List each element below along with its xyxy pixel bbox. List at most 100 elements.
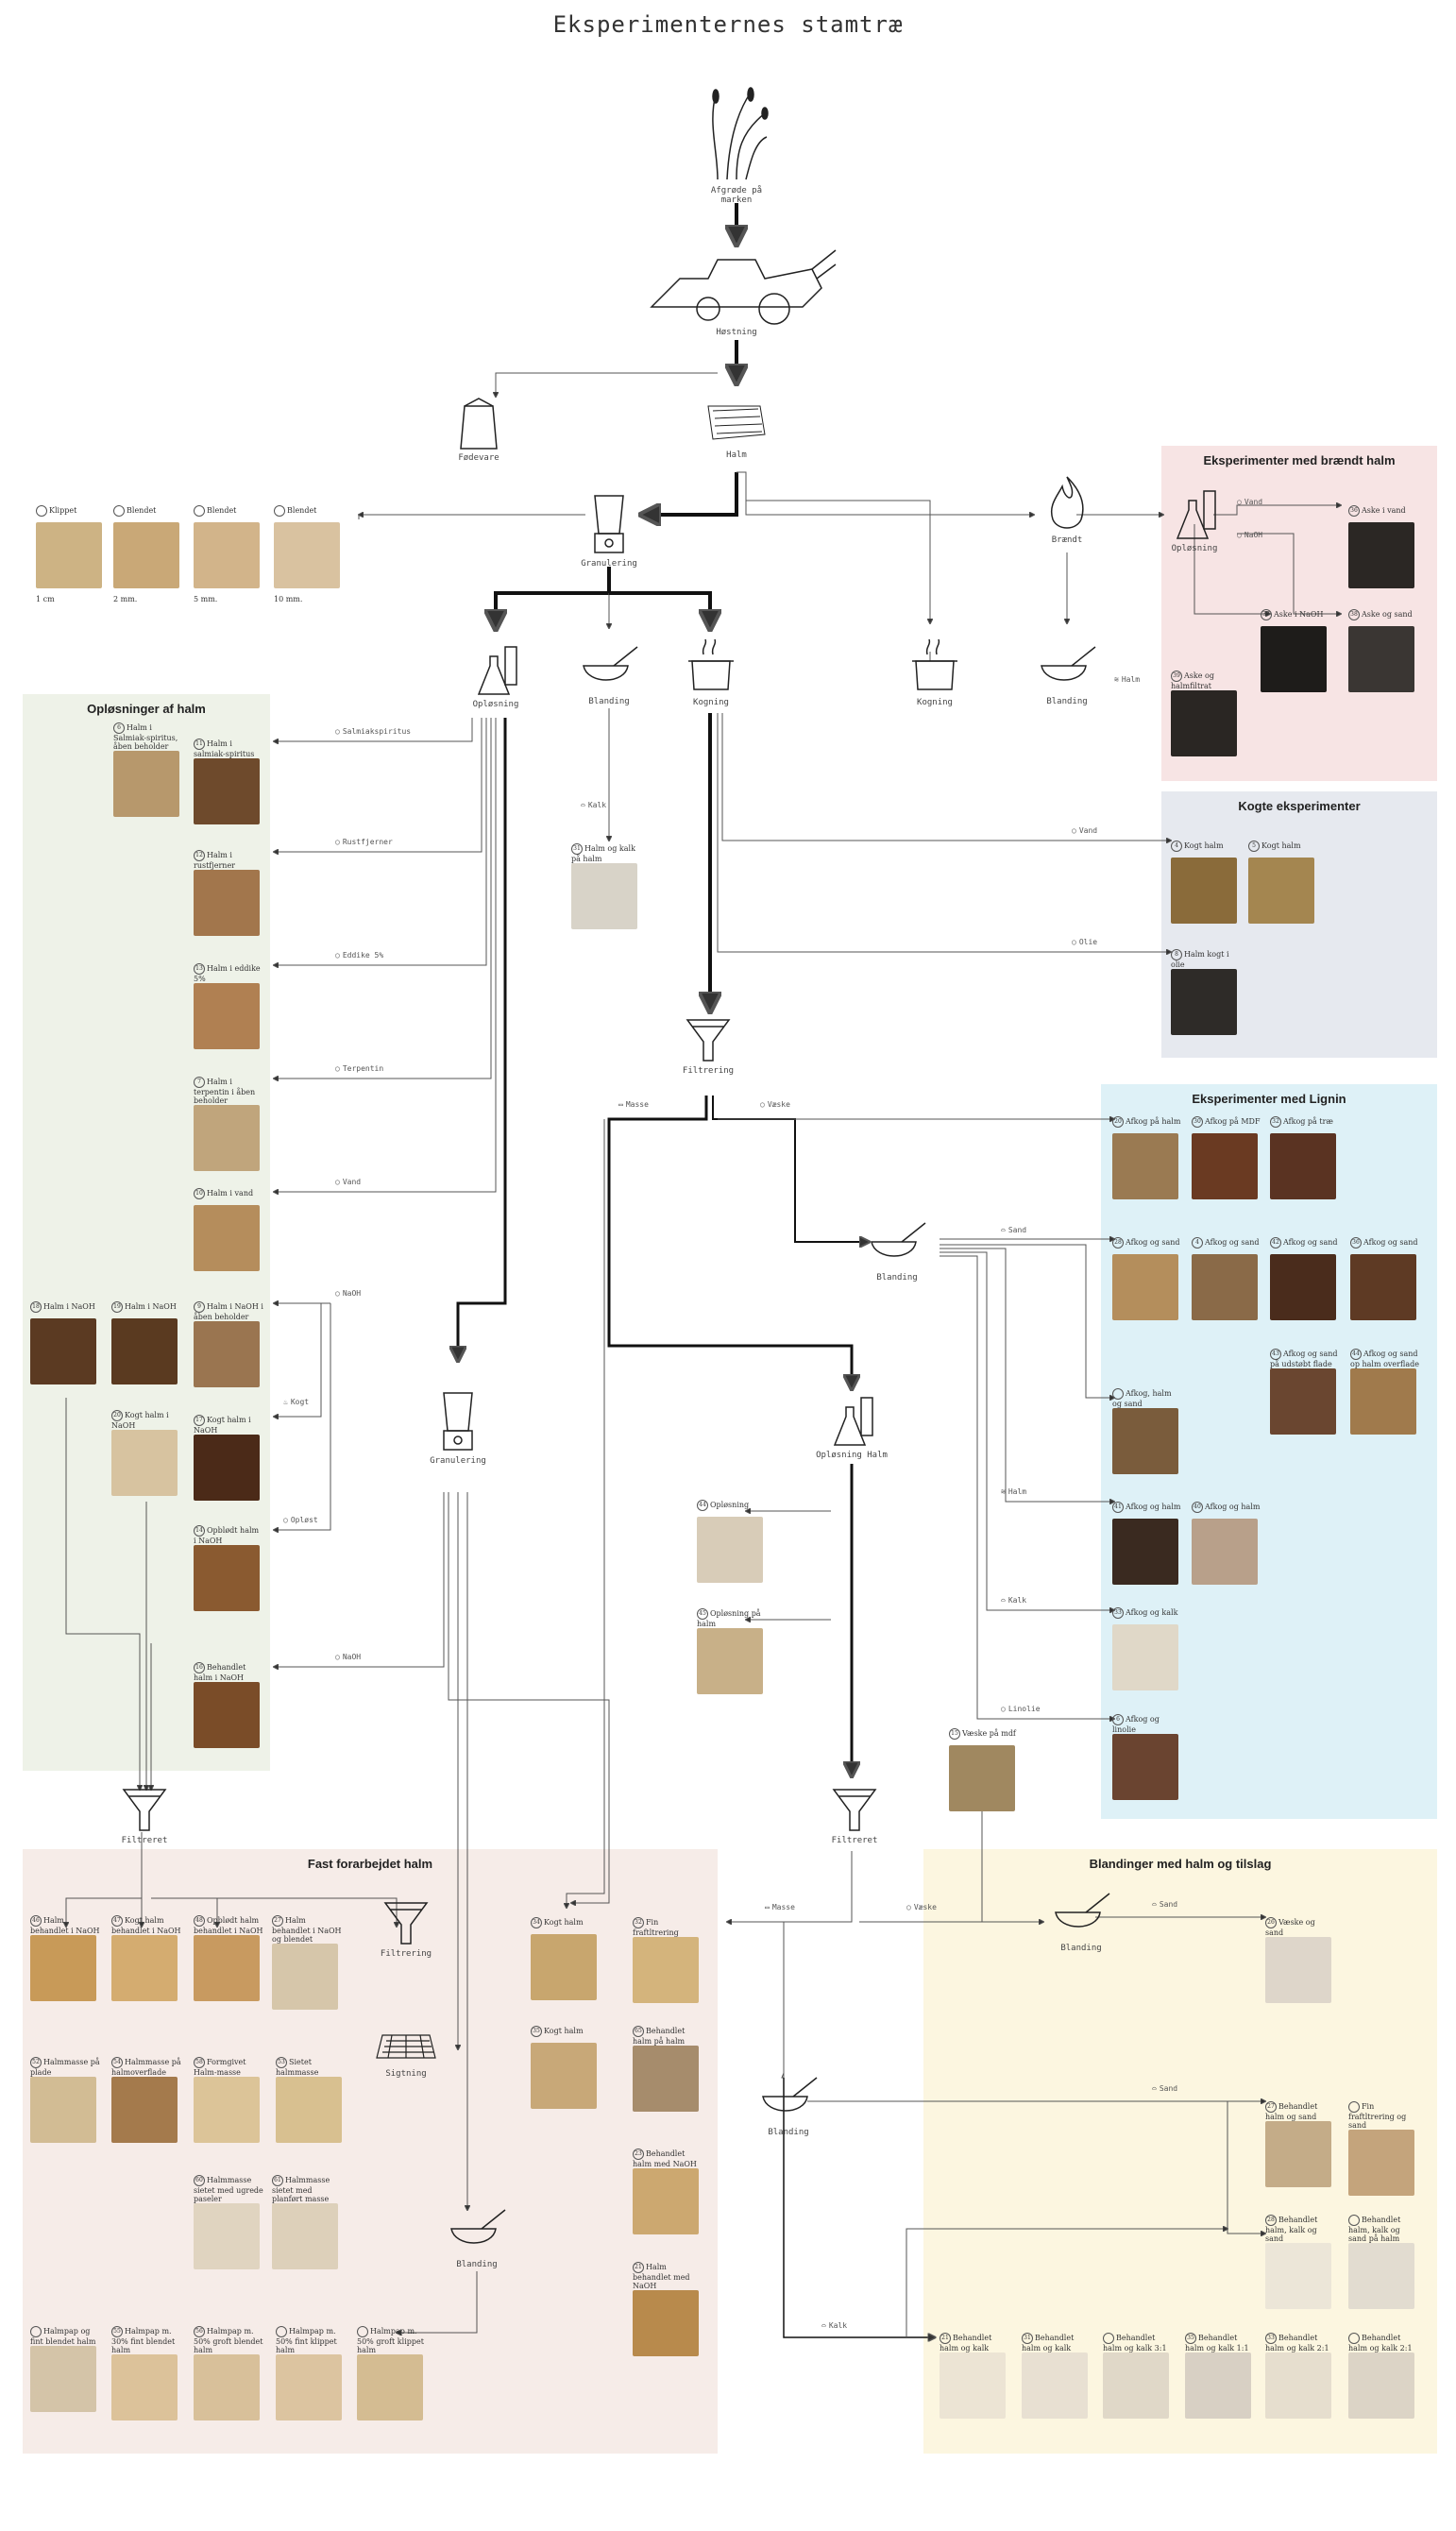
photo-image [1350, 1368, 1416, 1435]
photo-caption: Afkog og sand [1363, 1238, 1418, 1247]
edge-label: ○NaOH [335, 1653, 362, 1661]
edge-label: ▭Masse [765, 1903, 795, 1911]
brick-icon: ▭ [765, 1903, 770, 1911]
photo-label: Fin fraftltrering og sand [1348, 2101, 1418, 2130]
photo-label: Behandlet halm, kalk og sand på halm [1348, 2215, 1418, 2243]
photo-image [1192, 1133, 1258, 1199]
photo-image [194, 2354, 260, 2421]
photo-caption: Behandlet halm i NaOH [194, 1663, 246, 1682]
photo-label: Behandlet halm og kalk 2:1 [1348, 2333, 1418, 2353]
photo-caption: Afkog på MDF [1205, 1117, 1261, 1126]
photo-number-badge: 13 [194, 963, 205, 975]
node-kogning1: Kogning [669, 637, 753, 707]
photo-caption: Kogt halm [544, 2027, 584, 2035]
node-label: Fødevare [458, 453, 499, 463]
photo-image [1112, 1254, 1178, 1320]
node-label: Filtrering [682, 1066, 735, 1076]
node-oplosning1: Opløsning [453, 637, 538, 709]
photo-caption: Formgivet Halm-masse [194, 2058, 246, 2077]
edge-label: ○Vand [1072, 826, 1098, 835]
photo-caption: Halmpap m. 50% fint klippet halm [276, 2327, 337, 2354]
photo-image [1270, 1133, 1336, 1199]
photo-caption: Afkog og halm [1126, 1503, 1181, 1511]
pot-icon: ♨ [283, 1398, 288, 1406]
photo-caption: Afkog på træ [1283, 1117, 1333, 1126]
node-label: Filtreret [121, 1836, 168, 1845]
funnel-icon [122, 1789, 167, 1831]
photo-number-badge: 39 [1171, 671, 1182, 682]
photo-caption: Kogt halm behandlet i NaOH [111, 1916, 181, 1935]
size-label: 1 cm [36, 595, 55, 603]
photo-label: Afkog, halm og sand [1112, 1388, 1182, 1408]
node-label: Opløsning Halm [816, 1451, 888, 1460]
photo-caption: Halm i NaOH [43, 1302, 95, 1311]
flask-icon [1176, 490, 1216, 539]
photo-caption: Aske og sand [1362, 610, 1413, 619]
photo-number-badge [30, 2326, 42, 2337]
photo-caption: Afkog og sand [1283, 1238, 1338, 1247]
photo-image [113, 751, 179, 817]
photo-caption: Behandlet halm og kalk [940, 2334, 992, 2353]
photo-image [357, 2354, 423, 2421]
photo-image [194, 758, 260, 824]
flour-bag-icon [460, 398, 498, 450]
node-sigtning: Sigtning [364, 2026, 449, 2079]
drop-icon: ○ [760, 1100, 765, 1109]
straw-bale-icon [707, 405, 766, 440]
photo-number-badge: 35 [531, 2026, 542, 2037]
edge-label: ▭Masse [618, 1100, 649, 1109]
photo-caption: Afkog på halm [1126, 1117, 1181, 1126]
mortar-icon [871, 1222, 926, 1257]
photo-image [194, 2203, 260, 2269]
photo-image [1112, 1624, 1178, 1690]
photo-number-badge: 38 [1348, 609, 1360, 620]
photo-caption: Halm i terpentin i åben beholder [194, 1078, 256, 1105]
photo-caption: Halm kogt i olie [1171, 950, 1229, 969]
node-kogning2: Kogning [892, 637, 977, 707]
region-title: Opløsninger af halm [87, 702, 206, 716]
photo-caption: Kogt halm [544, 1918, 584, 1927]
page-title: Eksperimenternes stamtræ [552, 11, 904, 38]
photo-number-badge: 52 [30, 2057, 42, 2068]
photo-number-badge: 46 [30, 1915, 42, 1927]
node-fodevare: Fødevare [436, 397, 521, 463]
node-braendt: Brændt [1024, 472, 1109, 545]
photo-caption: Behandlet halm på halm [633, 2027, 686, 2046]
photo-image [194, 1205, 260, 1271]
brick-icon: ▭ [618, 1100, 623, 1109]
size-label: 2 mm. [113, 595, 138, 603]
region-title: Eksperimenter med Lignin [1192, 1092, 1346, 1106]
photo-image [111, 1935, 178, 2001]
photo-image [633, 2290, 699, 2356]
node-blanding6: Blanding [746, 2073, 831, 2137]
photo-image [1185, 2353, 1251, 2419]
photo-caption: Halm behandlet i NaOH og blendet [272, 1916, 342, 1944]
edge-label: ⌓Kalk [1001, 1596, 1027, 1605]
photo-number-badge: 40 [1192, 1502, 1203, 1513]
